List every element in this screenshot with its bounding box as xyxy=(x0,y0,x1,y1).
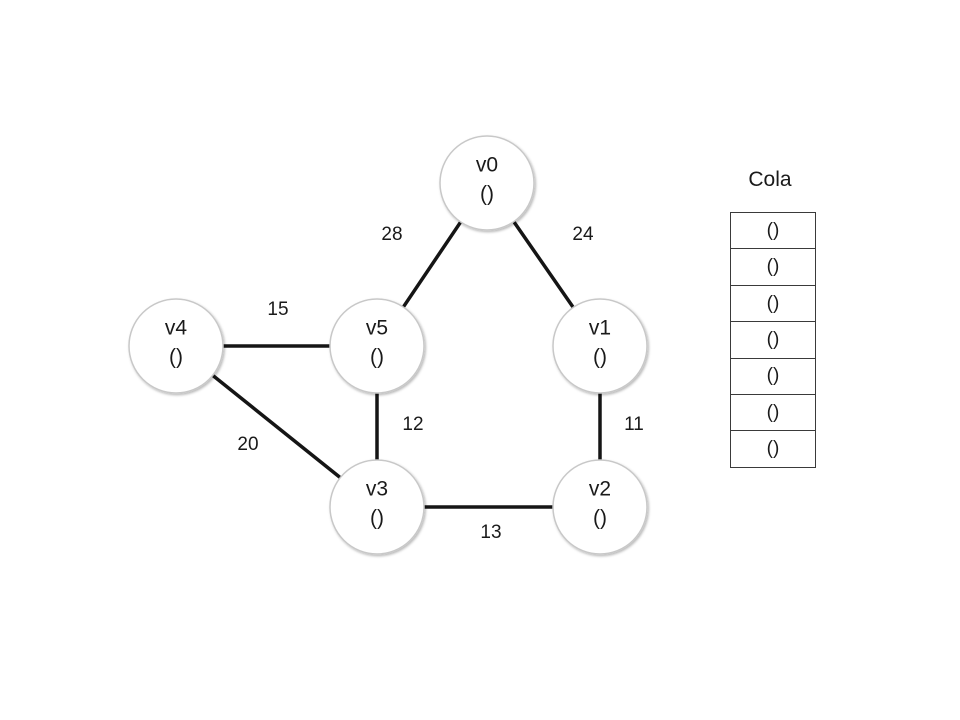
node-circle-v5 xyxy=(329,298,425,394)
edge-weight-v4-v5: 15 xyxy=(267,299,288,320)
node-v0: v0 () xyxy=(439,135,535,231)
edge-weight-v0-v1: 24 xyxy=(572,224,594,245)
node-value-v0: () xyxy=(480,183,494,206)
node-label-v0: v0 xyxy=(476,154,498,177)
edge-v0-v5 xyxy=(402,221,462,308)
node-circle-v4 xyxy=(128,298,224,394)
node-label-v4: v4 xyxy=(165,317,188,340)
node-v3: v3 () xyxy=(329,459,425,555)
node-value-v3: () xyxy=(370,507,384,530)
edge-weight-v0-v5: 28 xyxy=(381,224,402,245)
node-label-v5: v5 xyxy=(366,317,388,340)
node-label-v1: v1 xyxy=(589,317,611,340)
edge-weight-v5-v3: 12 xyxy=(402,414,423,435)
node-value-v5: () xyxy=(370,346,384,369)
node-circle-v1 xyxy=(552,298,648,394)
queue: ()()()()()()() xyxy=(730,212,816,469)
nodes-layer: v0 () v1 () v2 () v3 () v4 () v5 () xyxy=(128,135,648,555)
node-value-v2: () xyxy=(593,507,607,530)
queue-cell: () xyxy=(730,248,816,286)
edge-weight-v3-v2: 13 xyxy=(480,522,501,543)
edge-weight-v4-v3: 20 xyxy=(237,434,258,455)
node-v5: v5 () xyxy=(329,298,425,394)
queue-cell: () xyxy=(730,284,816,323)
node-v2: v2 () xyxy=(552,459,648,555)
node-circle-v2 xyxy=(552,459,648,555)
node-v4: v4 () xyxy=(128,298,224,394)
edge-v4-v3 xyxy=(211,374,342,479)
queue-cell: () xyxy=(730,212,816,250)
edges-layer xyxy=(211,220,602,509)
edge-v0-v1 xyxy=(512,220,575,309)
queue-cell: () xyxy=(730,430,816,469)
node-value-v4: () xyxy=(169,346,183,369)
queue-title: Cola xyxy=(748,168,792,191)
node-value-v1: () xyxy=(593,346,607,369)
node-v1: v1 () xyxy=(552,298,648,394)
node-label-v3: v3 xyxy=(366,478,388,501)
queue-cell: () xyxy=(730,394,816,432)
queue-cell: () xyxy=(730,357,816,396)
queue-cell: () xyxy=(730,321,816,359)
node-label-v2: v2 xyxy=(589,478,611,501)
node-circle-v0 xyxy=(439,135,535,231)
node-circle-v3 xyxy=(329,459,425,555)
edge-weight-v1-v2: 11 xyxy=(624,414,644,435)
edge-weights-layer: 28 24 15 12 11 20 13 xyxy=(237,224,643,543)
